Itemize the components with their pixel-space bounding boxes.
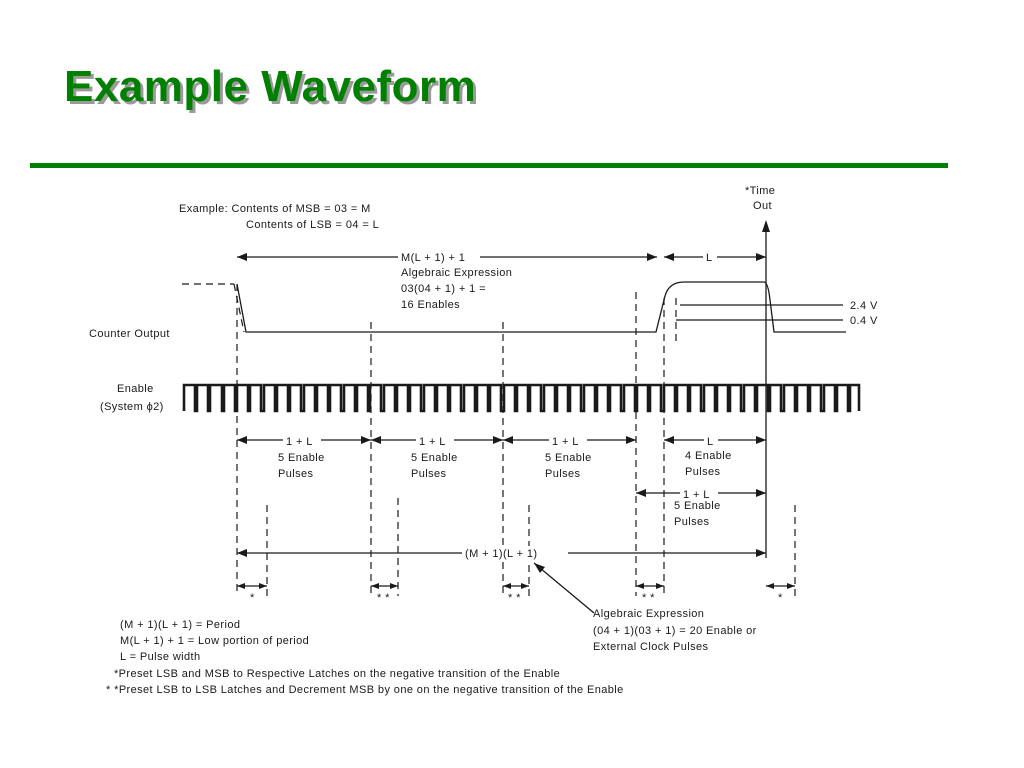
period-label: (M + 1)(L + 1)	[465, 548, 537, 560]
segment-2-label: 1 + L	[419, 436, 446, 448]
counter-output-label: Counter Output	[89, 328, 170, 340]
segment-l-desc-2: Pulses	[685, 466, 721, 478]
marker-bracket-1: *	[237, 583, 267, 604]
low-portion-arrow-right	[647, 253, 657, 261]
marker-star-1: *	[250, 592, 255, 604]
segment-1: 1 + L 5 Enable Pulses	[237, 433, 371, 480]
low-portion-arrow-left	[237, 253, 247, 261]
title-divider	[30, 163, 948, 168]
segment-1-desc-1: 5 Enable	[278, 452, 325, 464]
level-2-4v-label: 2.4 V	[850, 300, 878, 312]
period-arrow-left	[237, 549, 247, 557]
footnote-2: * *Preset LSB to LSB Latches and Decreme…	[106, 684, 624, 696]
pulse-width-label: L	[706, 252, 713, 264]
legend-low-portion: M(L + 1) + 1 = Low portion of period	[120, 635, 309, 647]
segment-1-desc-2: Pulses	[278, 468, 314, 480]
segment-2-desc-2: Pulses	[411, 468, 447, 480]
algebraic-expression-3: 16 Enables	[401, 299, 460, 311]
marker-bracket-5: *	[766, 583, 795, 604]
callout-line	[533, 562, 595, 614]
callout-text-1: Algebraic Expression	[593, 608, 704, 620]
segment-l: L 4 Enable Pulses	[664, 433, 766, 478]
callout-arrowhead	[534, 563, 545, 573]
enable-clock-waveform	[182, 383, 861, 413]
segment-3-label: 1 + L	[552, 436, 579, 448]
segment-3-desc-2: Pulses	[545, 468, 581, 480]
algebraic-expression-2: 03(04 + 1) + 1 =	[401, 283, 486, 295]
enable-system-label: (System ϕ2)	[100, 401, 164, 413]
period-label-bg	[462, 546, 568, 560]
segment-l-label: L	[707, 436, 714, 448]
counter-output-dashed-fall	[233, 283, 245, 333]
example-lsb-text: Contents of LSB = 04 = L	[246, 219, 379, 231]
algebraic-expression-1: Algebraic Expression	[401, 267, 512, 279]
segment-3: 1 + L 5 Enable Pulses	[503, 433, 636, 480]
time-out-arrowhead	[762, 220, 770, 232]
period-arrow-right	[756, 549, 766, 557]
callout-text-2: (04 + 1)(03 + 1) = 20 Enable or	[593, 625, 757, 637]
segment-2-desc-1: 5 Enable	[411, 452, 458, 464]
legend-pulse-width: L = Pulse width	[120, 651, 201, 663]
marker-bracket-2: * *	[371, 583, 398, 604]
level-0-4v-label: 0.4 V	[850, 315, 878, 327]
marker-double-star-3: * *	[508, 592, 521, 604]
footnote-1: *Preset LSB and MSB to Respective Latche…	[114, 668, 560, 680]
marker-bracket-3: * *	[503, 583, 529, 604]
pulse-width-arrow-right	[756, 253, 766, 261]
marker-double-star-2: * *	[377, 592, 390, 604]
segment-4-desc-1: 5 Enable	[674, 500, 721, 512]
segment-1-label: 1 + L	[286, 436, 313, 448]
time-out-label-2: Out	[753, 200, 772, 212]
marker-star-5: *	[778, 592, 783, 604]
callout-text-3: External Clock Pulses	[593, 641, 708, 653]
segment-l-desc-1: 4 Enable	[685, 450, 732, 462]
enable-label: Enable	[117, 383, 154, 395]
marker-double-star-4: * *	[642, 592, 655, 604]
slide-title: Example Waveform	[64, 62, 477, 111]
pulse-width-arrow-left	[664, 253, 674, 261]
low-formula-bg	[398, 249, 480, 263]
segment-4: 1 + L 5 Enable Pulses	[636, 486, 766, 528]
legend-period: (M + 1)(L + 1) = Period	[120, 619, 240, 631]
counter-output-waveform	[236, 281, 846, 333]
example-msb-text: Example: Contents of MSB = 03 = M	[179, 203, 371, 215]
segment-4-label: 1 + L	[683, 489, 710, 501]
segment-2: 1 + L 5 Enable Pulses	[371, 433, 503, 480]
time-out-label: *Time	[745, 185, 775, 197]
segment-3-desc-1: 5 Enable	[545, 452, 592, 464]
low-formula-label: M(L + 1) + 1	[401, 252, 465, 264]
marker-bracket-4: * *	[636, 583, 664, 604]
segment-4-desc-2: Pulses	[674, 516, 710, 528]
l-label-bg	[703, 249, 717, 263]
